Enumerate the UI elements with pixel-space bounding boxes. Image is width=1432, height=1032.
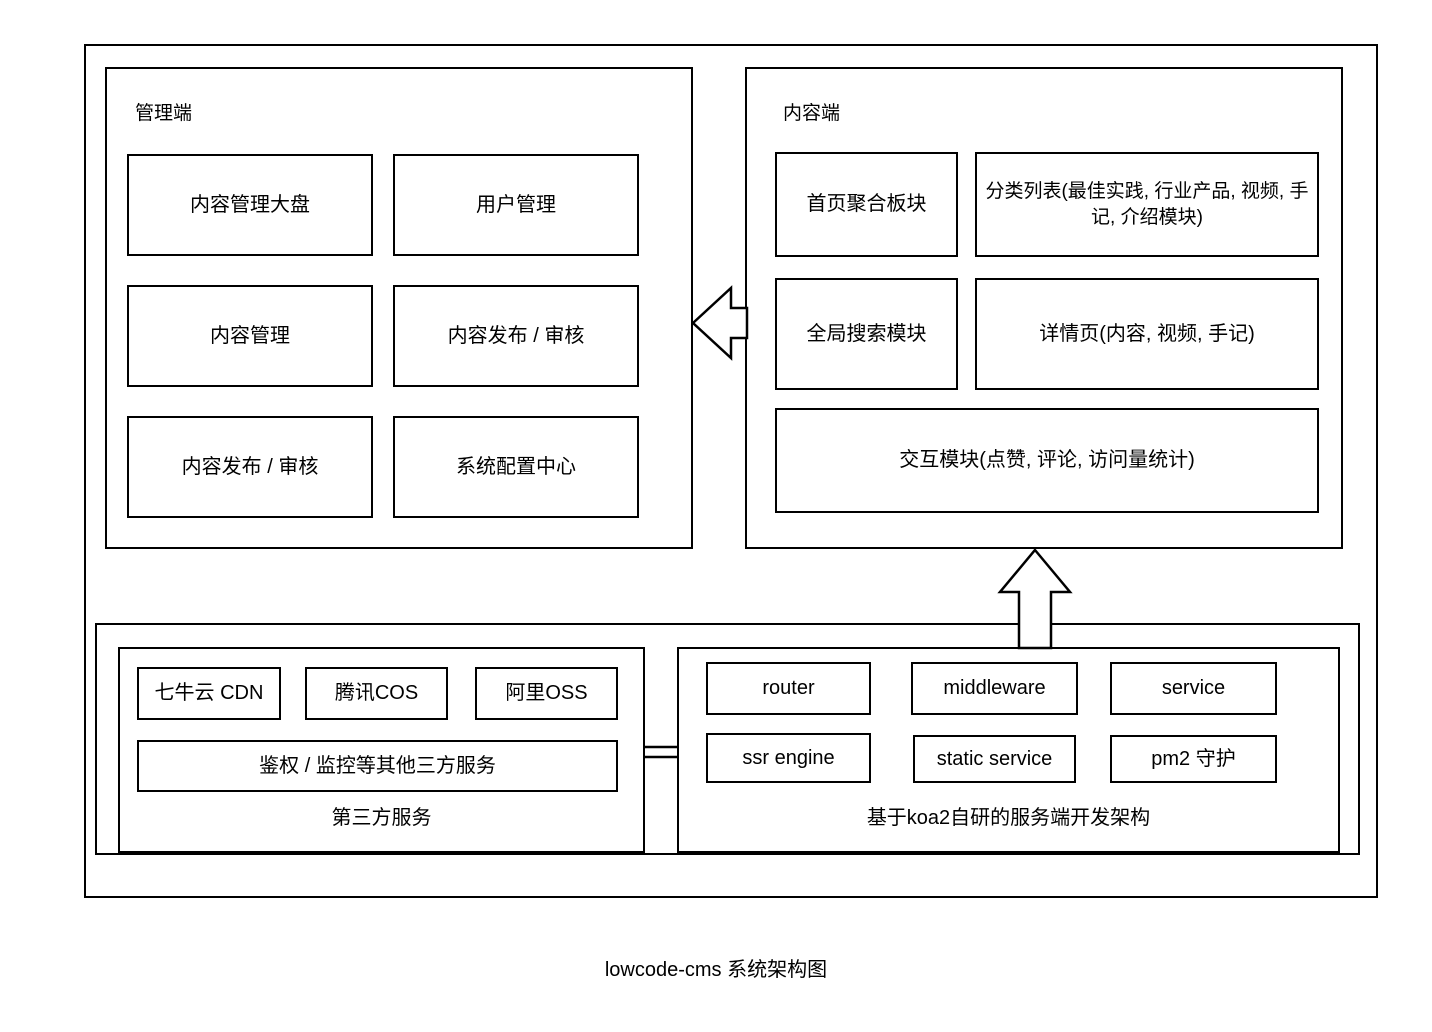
figure-caption: lowcode-cms 系统架构图: [604, 959, 828, 981]
third-party-service-qiniu-cdn[interactable]: 七牛云 CDN: [137, 667, 281, 720]
content-to-admin-arrow: [691, 285, 749, 361]
admin-module-content-publish-review-2[interactable]: 内容发布 / 审核: [127, 416, 373, 518]
third-party-other-services[interactable]: 鉴权 / 监控等其他三方服务: [137, 740, 618, 792]
content-module-interaction[interactable]: 交互模块(点赞, 评论, 访问量统计): [775, 408, 1319, 513]
server-to-content-arrow: [997, 548, 1073, 650]
server-module-router[interactable]: router: [706, 662, 871, 715]
content-module-global-search[interactable]: 全局搜索模块: [775, 278, 958, 390]
admin-module-system-config-center[interactable]: 系统配置中心: [393, 416, 639, 518]
content-panel-title: 内容端: [783, 103, 841, 124]
admin-module-user-management[interactable]: 用户管理: [393, 154, 639, 256]
admin-module-content-publish-review-1[interactable]: 内容发布 / 审核: [393, 285, 639, 387]
server-panel-caption: 基于koa2自研的服务端开发架构: [866, 807, 1151, 829]
server-module-middleware[interactable]: middleware: [911, 662, 1078, 715]
third-party-panel-caption: 第三方服务: [331, 807, 432, 829]
third-party-service-tencent-cos[interactable]: 腾讯COS: [305, 667, 448, 720]
content-module-category-list[interactable]: 分类列表(最佳实践, 行业产品, 视频, 手记, 介绍模块): [975, 152, 1319, 257]
content-module-detail-page[interactable]: 详情页(内容, 视频, 手记): [975, 278, 1319, 390]
server-module-pm2-daemon[interactable]: pm2 守护: [1110, 735, 1277, 783]
admin-module-content-dashboard[interactable]: 内容管理大盘: [127, 154, 373, 256]
server-module-service[interactable]: service: [1110, 662, 1277, 715]
third-party-service-aliyun-oss[interactable]: 阿里OSS: [475, 667, 618, 720]
server-module-static-service[interactable]: static service: [913, 735, 1076, 783]
third-party-to-server-link: [645, 745, 678, 759]
admin-panel-title: 管理端: [135, 103, 193, 124]
admin-module-content-management[interactable]: 内容管理: [127, 285, 373, 387]
content-module-home-aggregation[interactable]: 首页聚合板块: [775, 152, 958, 257]
server-module-ssr-engine[interactable]: ssr engine: [706, 733, 871, 783]
